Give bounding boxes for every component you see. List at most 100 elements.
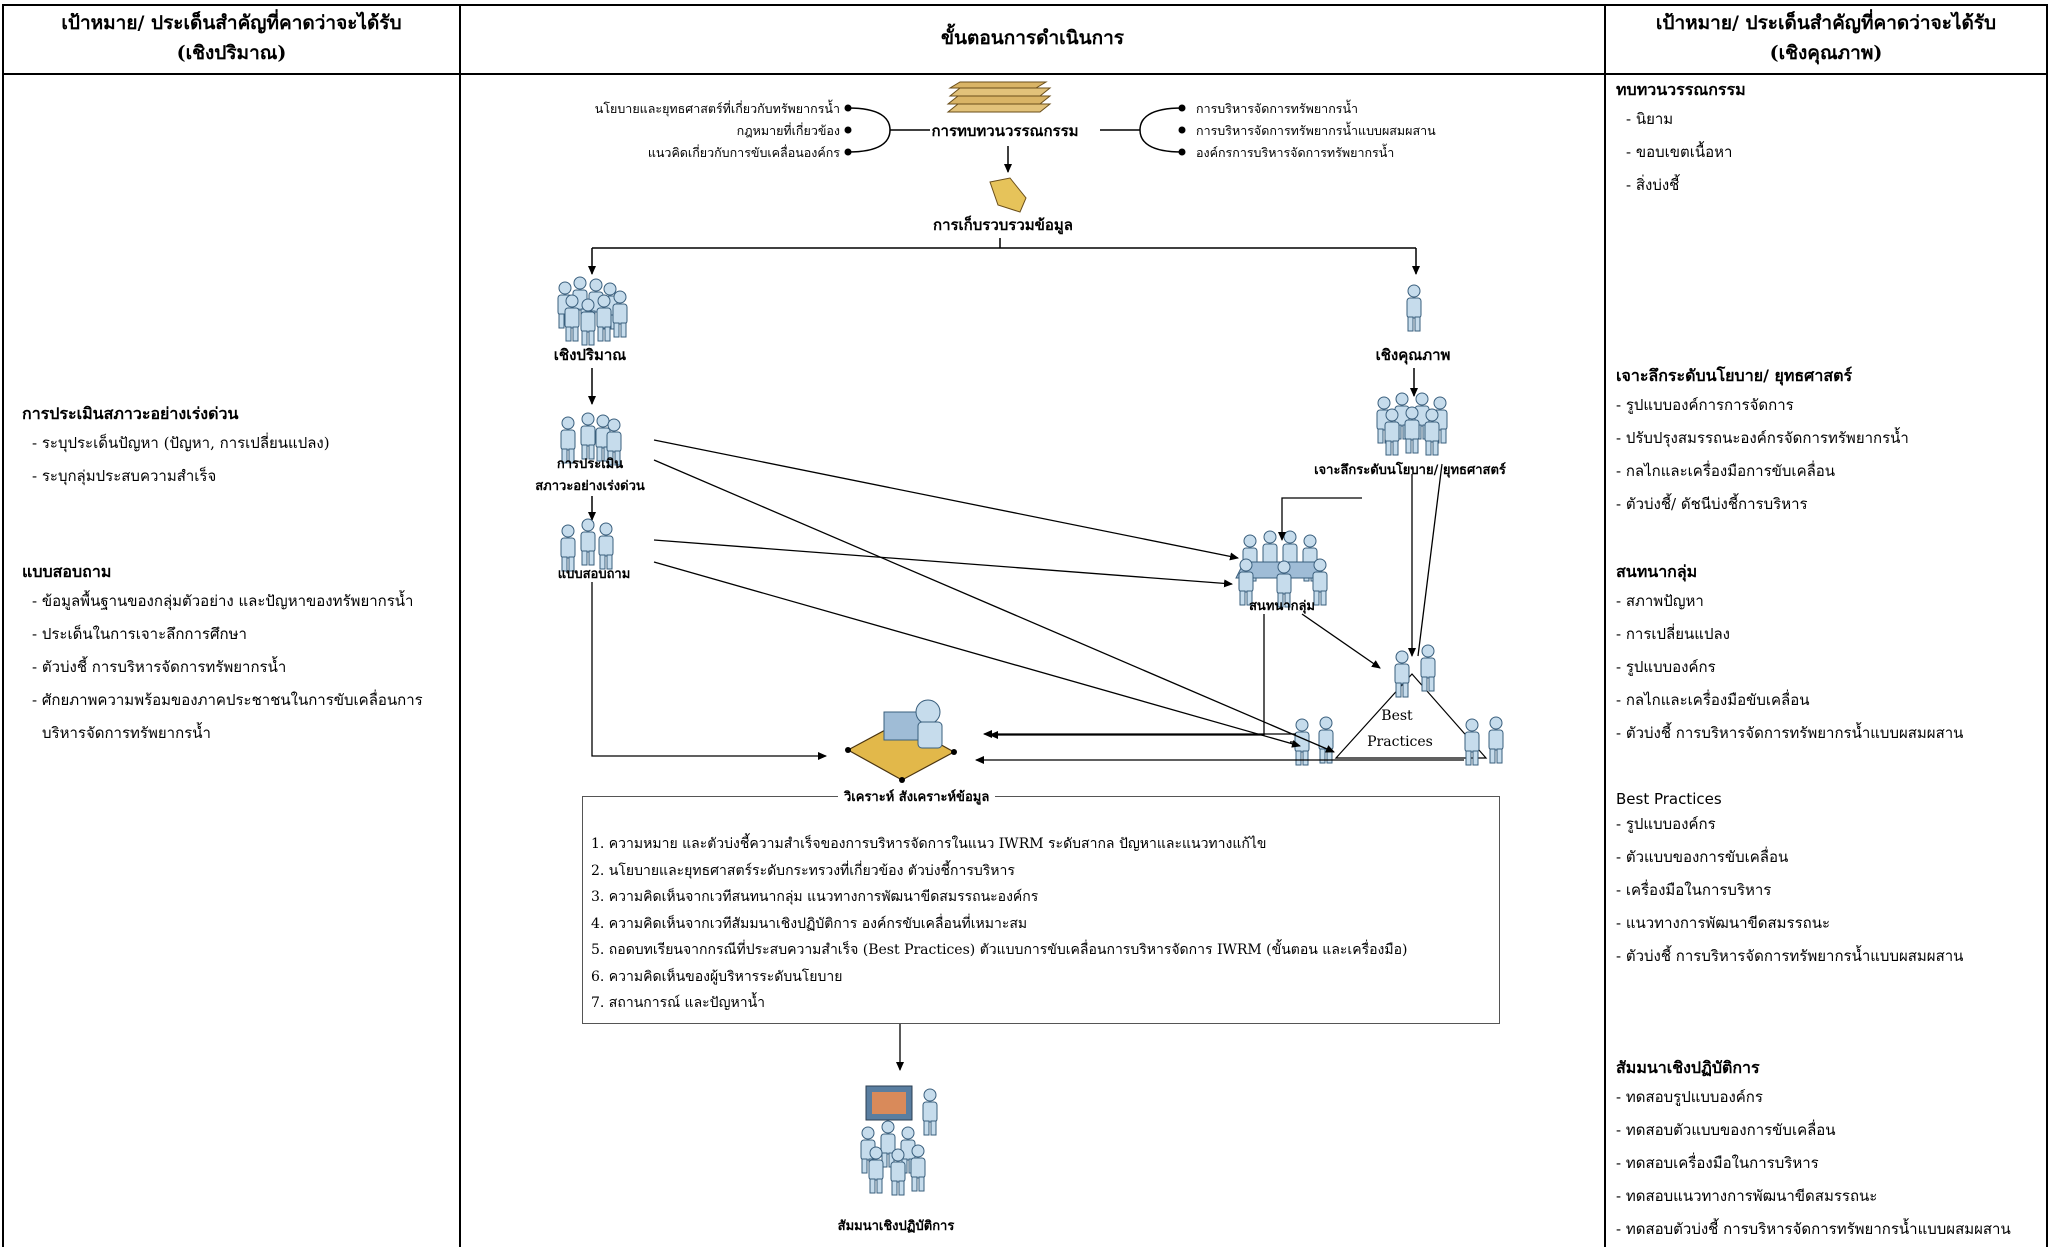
workshop-label: สัมมนาเชิงปฏิบัติการ — [838, 1219, 955, 1234]
list-item: - ปรับปรุงสมรรถนะองค์กรจัดการทรัพยากรน้ำ — [1616, 429, 1909, 447]
section-title: สัมมนาเชิงปฏิบัติการ — [1616, 1058, 1760, 1077]
right-input-2: การบริหารจัดการทรัพยากรน้ำแบบผสมผสาน — [1196, 121, 1436, 138]
rapid-assessment-label-2: สภาวะอย่างเร่งด่วน — [535, 479, 645, 494]
list-item: - ตัวแบบของการขับเคลื่อน — [1616, 848, 1789, 866]
person-icon — [1406, 284, 1422, 332]
focus-group-label: สนทนากลุ่ม — [1249, 599, 1315, 614]
list-item: - ศักยภาพความพร้อมของภาคประชาชนในการขับเ… — [32, 691, 423, 709]
list-item: - กลไกและเครื่องมือขับเคลื่อน — [1616, 691, 1810, 709]
header-left-line2: (เชิงปริมาณ) — [176, 42, 287, 64]
analysis-item: 7. สถานการณ์ และปัญหาน้ำ — [591, 995, 766, 1011]
left-section-rapid-assessment: การประเมินสภาวะอย่างเร่งด่วน - ระบุประเด… — [22, 402, 330, 493]
analysis-item: 2. นโยบายและยุทธศาสตร์ระดับกระทรวงที่เกี… — [591, 862, 1015, 879]
border-left — [2, 4, 4, 1247]
list-item: - ระบุกลุ่มประสบความสำเร็จ — [32, 467, 217, 485]
right-input-3: องค์กรการบริหารจัดการทรัพยากรน้ำ — [1196, 143, 1394, 160]
rapid-assessment-label-1: การประเมิน — [557, 457, 623, 472]
list-item: - สภาพปัญหา — [1616, 592, 1704, 610]
list-item: - ตัวบ่งชี้ การบริหารจัดการทรัพยากรน้ำ — [32, 658, 287, 676]
questionnaire-group-icon — [560, 518, 614, 572]
analysis-workstation-icon — [845, 699, 957, 783]
best-label: Best — [1381, 708, 1413, 724]
header-divider — [2, 73, 2048, 75]
folder-icon — [989, 177, 1027, 213]
list-item: - ระบุประเด็นปัญหา (ปัญหา, การเปลี่ยนแปล… — [32, 434, 330, 452]
list-item: - ตัวบ่งชี้/ ดัชนีบ่งชี้การบริหาร — [1616, 495, 1808, 513]
list-item: - ทดสอบตัวแบบของการขับเคลื่อน — [1616, 1121, 1836, 1139]
analysis-item: 5. ถอดบทเรียนจากกรณีที่ประสบความสำเร็จ (… — [591, 942, 1408, 958]
workshop-icon — [860, 1085, 938, 1196]
list-item: - รูปแบบองค์กร — [1616, 815, 1716, 833]
list-item: - แนวทางการพัฒนาขีดสมรรถนะ — [1616, 914, 1831, 932]
split-connector — [588, 238, 1420, 275]
policy-drill-label: เจาะลึกระดับนโยบาย/ ยุทธศาสตร์ — [1314, 461, 1506, 478]
list-item: - ทดสอบแนวทางการพัฒนาขีดสมรรถนะ — [1616, 1187, 1878, 1205]
right-input-bracket — [1100, 104, 1186, 156]
left-input-1: นโยบายและยุทธศาสตร์ที่เกี่ยวกับทรัพยากรน… — [595, 99, 840, 117]
data-collection-label: การเก็บรวบรวมข้อมูล — [933, 215, 1073, 235]
list-item: - ประเด็นในการเจาะลึกการศึกษา — [32, 625, 247, 643]
section-title: แบบสอบถาม — [22, 562, 112, 581]
header-quantitative: เป้าหมาย/ ประเด็นสำคัญที่คาดว่าจะได้รับ … — [4, 4, 459, 72]
quantitative-label: เชิงปริมาณ — [554, 346, 627, 364]
analysis-item: 6. ความคิดเห็นของผู้บริหารระดับนโยบาย — [591, 968, 843, 985]
list-item: บริหารจัดการทรัพยากรน้ำ — [42, 724, 211, 742]
questionnaire-label: แบบสอบถาม — [558, 567, 631, 582]
list-item: - นิยาม — [1626, 110, 1674, 128]
list-item: - ทดสอบรูปแบบองค์กร — [1616, 1088, 1763, 1106]
border-top — [2, 4, 2048, 6]
list-item: - ทดสอบเครื่องมือในการบริหาร — [1616, 1154, 1819, 1172]
right-section-policy: เจาะลึกระดับนโยบาย/ ยุทธศาสตร์ - รูปแบบอ… — [1616, 364, 1909, 521]
header-left-line1: เป้าหมาย/ ประเด็นสำคัญที่คาดว่าจะได้รับ — [61, 12, 402, 34]
header-right-line2: (เชิงคุณภาพ) — [1769, 42, 1883, 64]
analysis-item: 4. ความคิดเห็นจากเวทีสัมมนาเชิงปฏิบัติกา… — [591, 915, 1028, 932]
list-item: - ทดสอบตัวบ่งชี้ การบริหารจัดการทรัพยากร… — [1616, 1220, 2011, 1238]
best-practices-triangle — [1294, 644, 1504, 766]
section-title: Best Practices — [1616, 790, 1722, 808]
list-item: - สิ่งบ่งชี้ — [1626, 176, 1680, 194]
column-divider-1 — [459, 4, 461, 1247]
header-center: ขั้นตอนการดำเนินการ — [941, 27, 1124, 49]
border-right — [2046, 4, 2048, 1247]
header-right-line1: เป้าหมาย/ ประเด็นสำคัญที่คาดว่าจะได้รับ — [1655, 12, 1997, 34]
list-item: - ขอบเขตเนื้อหา — [1626, 143, 1733, 161]
right-section-workshop: สัมมนาเชิงปฏิบัติการ - ทดสอบรูปแบบองค์กร… — [1616, 1056, 2011, 1246]
policy-group-icon — [1376, 392, 1448, 456]
list-item: - รูปแบบองค์การการจัดการ — [1616, 396, 1794, 414]
analysis-item: 1. ความหมาย และตัวบ่งชี้ความสำเร็จของการ… — [591, 836, 1267, 852]
column-divider-2 — [1604, 4, 1606, 1247]
list-item: - รูปแบบองค์กร — [1616, 658, 1716, 676]
section-title: ทบทวนวรรณกรรม — [1616, 80, 1746, 99]
qualitative-label: เชิงคุณภาพ — [1376, 346, 1451, 365]
list-item: - กลไกและเครื่องมือการขับเคลื่อน — [1616, 462, 1836, 480]
left-input-2: กฎหมายที่เกี่ยวข้อง — [737, 122, 840, 138]
analysis-list: 1. ความหมาย และตัวบ่งชี้ความสำเร็จของการ… — [591, 831, 1407, 1017]
literature-review-label: การทบทวนวรรณกรรม — [931, 122, 1078, 140]
books-icon — [946, 81, 1052, 113]
section-title: เจาะลึกระดับนโยบาย/ ยุทธศาสตร์ — [1616, 366, 1853, 385]
list-item: - เครื่องมือในการบริหาร — [1616, 881, 1772, 899]
right-section-focus-group: สนทนากลุ่ม - สภาพปัญหา - การเปลี่ยนแปลง … — [1616, 560, 1963, 750]
analysis-box: 1. ความหมาย และตัวบ่งชี้ความสำเร็จของการ… — [582, 796, 1500, 1024]
section-title: การประเมินสภาวะอย่างเร่งด่วน — [22, 404, 239, 423]
flow-arrows — [591, 439, 1464, 1071]
header-procedure: ขั้นตอนการดำเนินการ — [461, 4, 1604, 72]
left-input-3: แนวคิดเกี่ยวกับการขับเคลื่อนองค์กร — [648, 144, 840, 160]
right-section-best-practices: Best Practices - รูปแบบองค์กร - ตัวแบบขอ… — [1616, 790, 1963, 973]
analysis-title: วิเคราะห์ สังเคราะห์ข้อมูล — [838, 786, 996, 807]
analysis-item: 3. ความคิดเห็นจากเวทีสนทนากลุ่ม แนวทางกา… — [591, 889, 1039, 905]
left-input-bracket — [844, 104, 930, 156]
list-item: - ตัวบ่งชี้ การบริหารจัดการทรัพยากรน้ำแบ… — [1616, 947, 1964, 965]
crowd-icon — [557, 276, 628, 346]
list-item: - ตัวบ่งชี้ การบริหารจัดการทรัพยากรน้ำแบ… — [1616, 724, 1964, 742]
right-input-1: การบริหารจัดการทรัพยากรน้ำ — [1196, 99, 1358, 116]
left-section-questionnaire: แบบสอบถาม - ข้อมูลพื้นฐานของกลุ่มตัวอย่า… — [22, 560, 423, 750]
header-qualitative: เป้าหมาย/ ประเด็นสำคัญที่คาดว่าจะได้รับ … — [1606, 4, 2046, 72]
focus-group-icon — [1235, 530, 1328, 608]
section-title: สนทนากลุ่ม — [1616, 562, 1698, 581]
list-item: - ข้อมูลพื้นฐานของกลุ่มตัวอย่าง และปัญหา… — [32, 592, 414, 610]
list-item: - การเปลี่ยนแปลง — [1616, 625, 1730, 643]
practices-label: Practices — [1367, 734, 1433, 750]
